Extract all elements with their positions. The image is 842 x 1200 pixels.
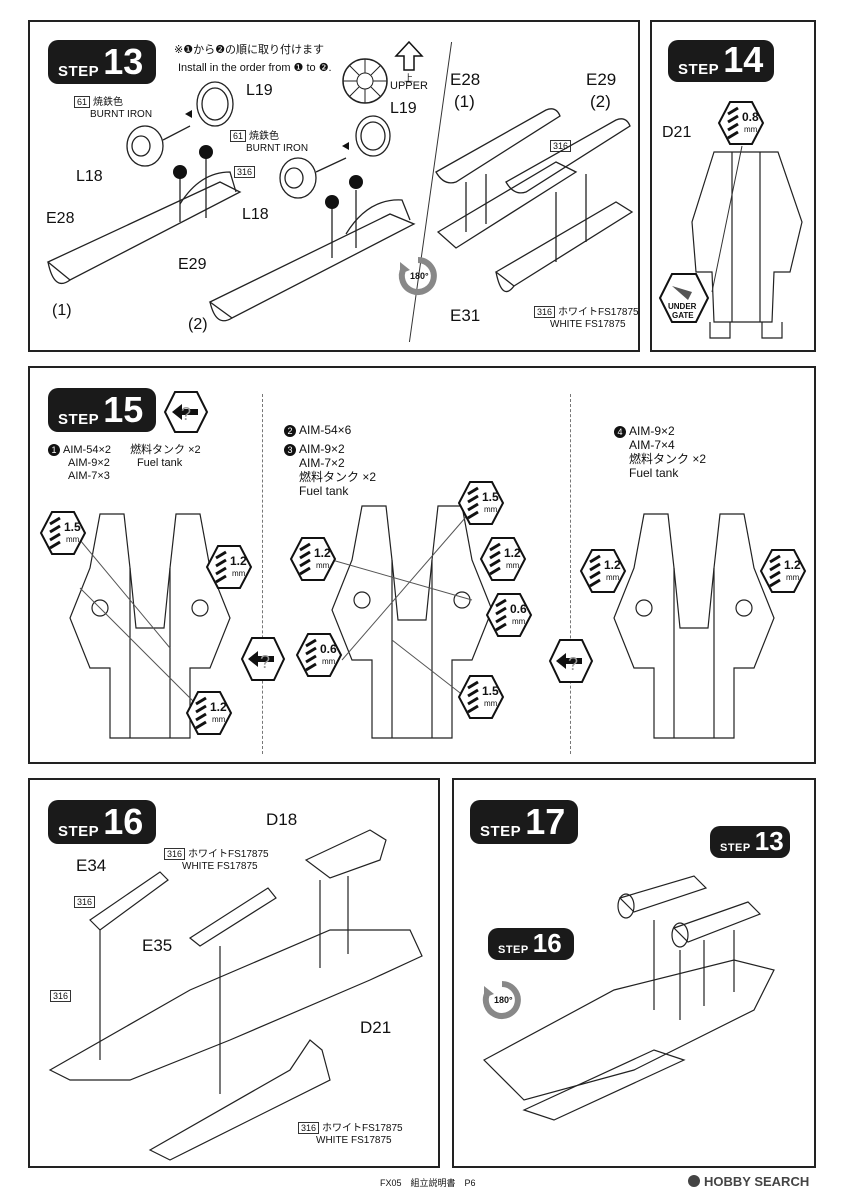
option-arrow-icon-1: ? [240, 637, 286, 681]
step-13-panel: STEP 13 ※❶から❷の順に取り付けます Install in the or… [28, 20, 640, 352]
page-footer: FX05 組立説明書 P6 [380, 1178, 476, 1188]
nozzle-assembly-drawing [46, 81, 416, 322]
option-choice-icon: ? [163, 391, 209, 433]
part-e35: E35 [142, 936, 173, 955]
rotate-180-icon [398, 257, 437, 295]
rotate-180-label-step17: 180° [494, 995, 513, 1005]
svg-text:?: ? [568, 654, 578, 674]
part-l19-right: L19 [390, 100, 417, 117]
step-14-badge: STEP 14 [668, 40, 774, 82]
svg-text:?: ? [181, 404, 191, 424]
install-order-note-en: Install in the order from ❶ to ❷. [178, 62, 332, 74]
upper-arrow-icon [394, 40, 424, 71]
part-e34: E34 [76, 856, 107, 875]
paint-code-316-tag: 316 [234, 166, 258, 179]
hobby-search-logo-icon [688, 1175, 700, 1187]
under-gate-marker: UNDER GATE [658, 272, 710, 324]
label-e29-variant: (2) [590, 92, 611, 111]
exhaust-fan-icon [342, 58, 388, 104]
part-l18-right: L18 [242, 206, 269, 223]
step-14-panel: STEP 14 D21 0.8 mm UNDER GATE [650, 20, 816, 352]
step-16-badge: STEP 16 [48, 800, 156, 844]
label-e28-variant: (1) [454, 92, 475, 111]
tube-join-drawing [435, 108, 634, 293]
step-13-badge: STEP 13 [48, 40, 156, 84]
upper-label-en: UPPER [390, 80, 428, 92]
fuselage-side-drawing [48, 829, 423, 1161]
ref-step-13-badge: STEP 13 [710, 826, 790, 858]
part-l19-left: L19 [246, 82, 273, 99]
fuselage-bottom-drawing-step14 [691, 145, 803, 339]
install-order-note-jp: ※❶から❷の順に取り付けます [174, 44, 324, 56]
rotate-180-label: 180° [410, 271, 429, 281]
fuselage-bottom-drawing-3 [613, 513, 775, 739]
label-variant-2: (2) [188, 316, 208, 333]
part-e31: E31 [450, 306, 481, 325]
final-assembly-drawing [483, 875, 775, 1121]
part-e28-upper: E28 [450, 70, 481, 89]
step-17-badge: STEP 17 [470, 800, 578, 844]
drill-0.8mm: 0.8 mm [717, 100, 765, 146]
step-15-badge: STEP 15 [48, 388, 156, 432]
part-e29: E29 [178, 256, 207, 273]
paint-code-316-e34: 316 [74, 896, 98, 909]
upper-label-jp: 上 [404, 73, 414, 83]
step-17-panel: STEP 17 STEP 13 STEP 16 180° [452, 778, 816, 1168]
step-15-divider-1 [262, 394, 263, 754]
step-15-divider-2 [570, 394, 571, 754]
label-variant-1: (1) [52, 302, 72, 319]
part-e28: E28 [46, 210, 75, 227]
part-d21-step14: D21 [662, 124, 692, 141]
part-d18: D18 [266, 810, 298, 829]
paint-code-316-side: 316 [50, 990, 74, 1003]
part-e29-upper: E29 [586, 70, 617, 89]
option-arrow-icon-2: ? [548, 639, 594, 683]
rotate-180-icon-step17 [482, 981, 521, 1019]
hobby-search-watermark: HOBBY SEARCH [688, 1174, 809, 1189]
ref-step-16-badge: STEP 16 [488, 928, 574, 960]
fuselage-bottom-drawing-1 [69, 513, 231, 739]
svg-text:?: ? [260, 652, 270, 672]
part-l18-left: L18 [76, 168, 103, 185]
part-d21-step16: D21 [360, 1018, 392, 1037]
